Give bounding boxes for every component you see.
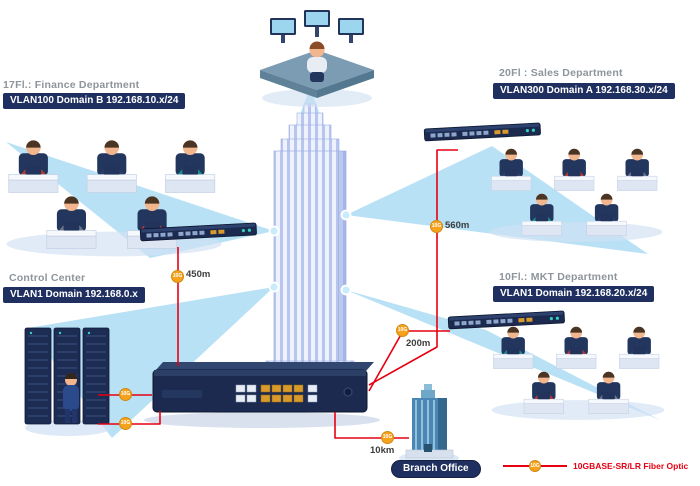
copper-ports xyxy=(260,384,304,403)
hq-building xyxy=(258,103,362,396)
control-vlan-badge: VLAN1 Domain 192.168.0.x xyxy=(3,287,145,303)
fiber-10g-marker-control-b: 10G xyxy=(119,417,132,430)
sales-office xyxy=(489,148,663,242)
fiber-10g-marker-sales: 10G xyxy=(430,220,443,233)
legend-fiber-line: 10G xyxy=(503,460,567,472)
fiber-10g-marker-control-a: 10G xyxy=(119,388,132,401)
legend-10g-marker: 10G xyxy=(529,460,541,472)
distance-sales: 560m xyxy=(445,220,470,231)
finance-title: 17Fl.: Finance Department xyxy=(3,79,140,91)
operator-person xyxy=(307,41,327,82)
link-control-b xyxy=(98,411,161,425)
technician-person xyxy=(63,373,79,423)
distance-mkt: 200m xyxy=(406,338,431,349)
mkt-vlan-badge: VLAN1 Domain 192.168.20.x/24 xyxy=(493,286,655,302)
sales-title: 20Fl : Sales Department xyxy=(499,67,623,79)
mkt-switch xyxy=(447,310,566,330)
mkt-title: 10Fl.: MKT Department xyxy=(499,271,618,283)
link-sales xyxy=(368,149,458,386)
noc-workstation xyxy=(260,10,374,107)
fiber-10g-marker-mkt: 10G xyxy=(396,324,409,337)
sfp-ports xyxy=(235,384,318,403)
fiber-10g-marker-branch: 10G xyxy=(381,431,394,444)
sales-vlan-badge: VLAN300 Domain A 192.168.30.x/24 xyxy=(493,83,675,99)
branch-office-badge: Branch Office xyxy=(391,460,481,478)
mkt-office xyxy=(491,326,665,420)
legend: 10G 10GBASE-SR/LR Fiber Optic xyxy=(503,460,689,472)
control-center-title: Control Center xyxy=(9,272,86,284)
distance-branch: 10km xyxy=(370,445,395,456)
branch-building xyxy=(399,384,459,464)
server-racks xyxy=(24,327,111,436)
distance-finance: 450m xyxy=(186,269,211,280)
core-switch xyxy=(144,362,380,428)
building-tap-dots xyxy=(268,209,352,296)
legend-label: 10GBASE-SR/LR Fiber Optic xyxy=(573,461,689,471)
sales-switch xyxy=(423,122,542,142)
fiber-10g-marker-finance: 10G xyxy=(171,270,184,283)
monitor-wall xyxy=(270,10,364,43)
finance-vlan-badge: VLAN100 Domain B 192.168.10.x/24 xyxy=(3,93,186,109)
